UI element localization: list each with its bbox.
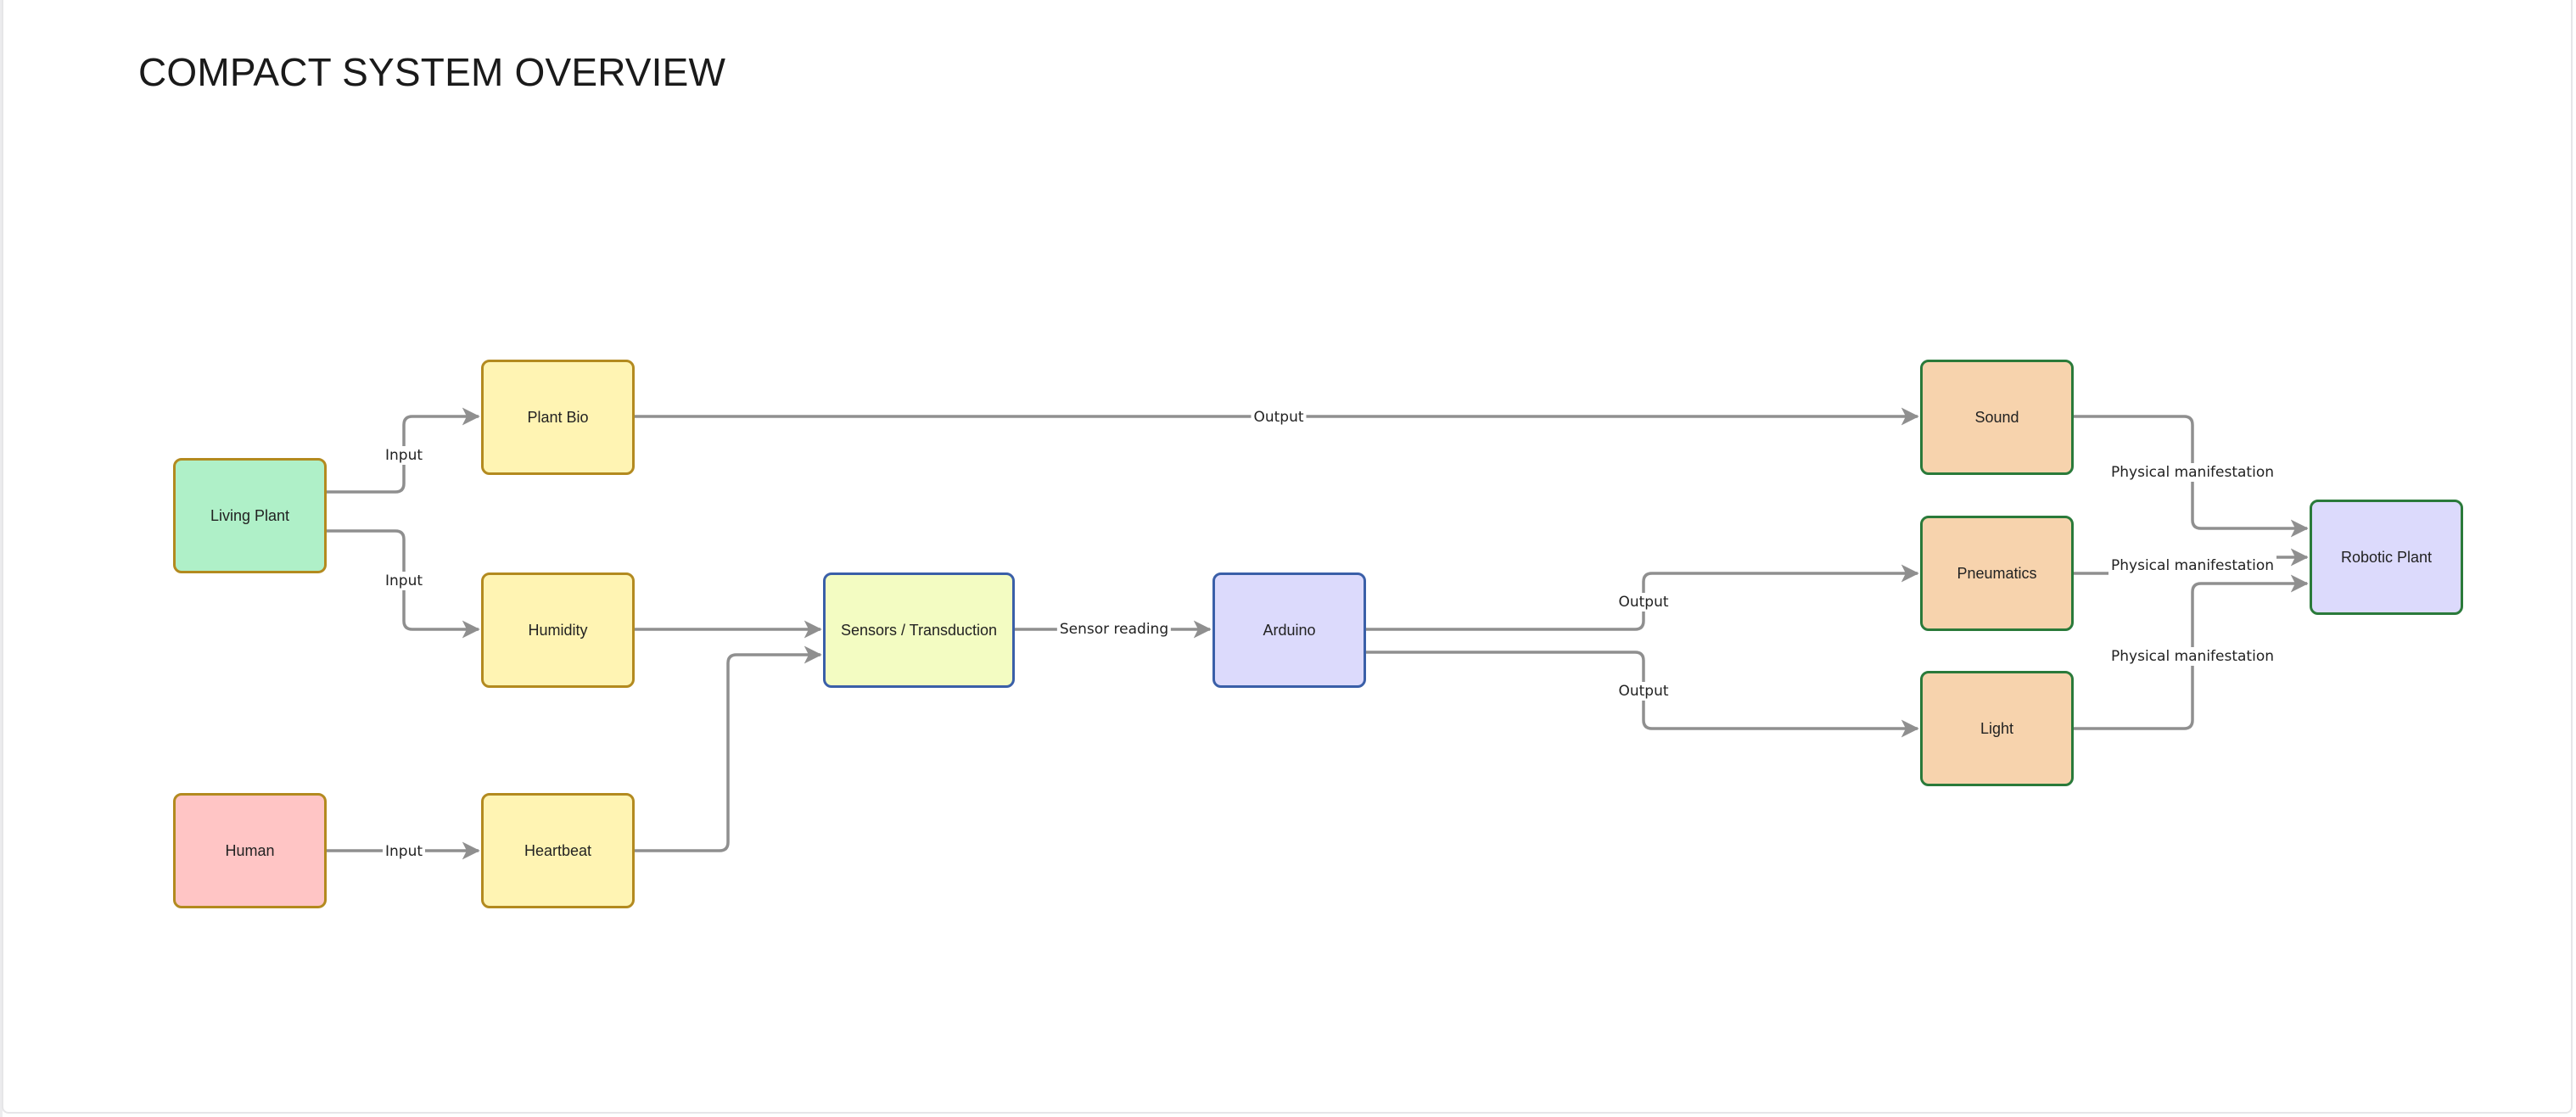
edge-label-output-sound: Output xyxy=(1251,408,1307,427)
node-arduino[interactable]: Arduino xyxy=(1212,572,1366,688)
node-sound[interactable]: Sound xyxy=(1920,360,2074,475)
node-light[interactable]: Light xyxy=(1920,671,2074,786)
edge-label-input-plant-bio: Input xyxy=(382,446,426,465)
node-human[interactable]: Human xyxy=(173,793,327,908)
edge-label-physical-sound: Physical manifestation xyxy=(2108,463,2276,482)
frame-border-left xyxy=(0,0,3,1117)
edge-label-physical-pneumatics: Physical manifestation xyxy=(2108,556,2276,575)
edge-label-input-heartbeat: Input xyxy=(382,842,426,861)
edge-heartbeat-to-sensors xyxy=(634,645,822,852)
edge-label-output-light: Output xyxy=(1616,682,1672,701)
edge-label-output-pneumatics: Output xyxy=(1616,593,1672,612)
edge-label-input-humidity: Input xyxy=(382,572,426,590)
node-robotic-plant[interactable]: Robotic Plant xyxy=(2310,500,2463,615)
page-title: COMPACT SYSTEM OVERVIEW xyxy=(138,50,726,94)
node-living-plant[interactable]: Living Plant xyxy=(173,458,327,573)
node-humidity[interactable]: Humidity xyxy=(481,572,635,688)
node-heartbeat[interactable]: Heartbeat xyxy=(481,793,635,908)
edge-label-physical-light: Physical manifestation xyxy=(2108,647,2276,666)
edge-pneumatics-to-robotic-plant xyxy=(2073,557,2307,573)
node-sensors-transduction[interactable]: Sensors / Transduction xyxy=(823,572,1015,688)
node-plant-bio[interactable]: Plant Bio xyxy=(481,360,635,475)
edge-label-sensor-reading: Sensor reading xyxy=(1056,620,1172,639)
node-pneumatics[interactable]: Pneumatics xyxy=(1920,516,2074,631)
